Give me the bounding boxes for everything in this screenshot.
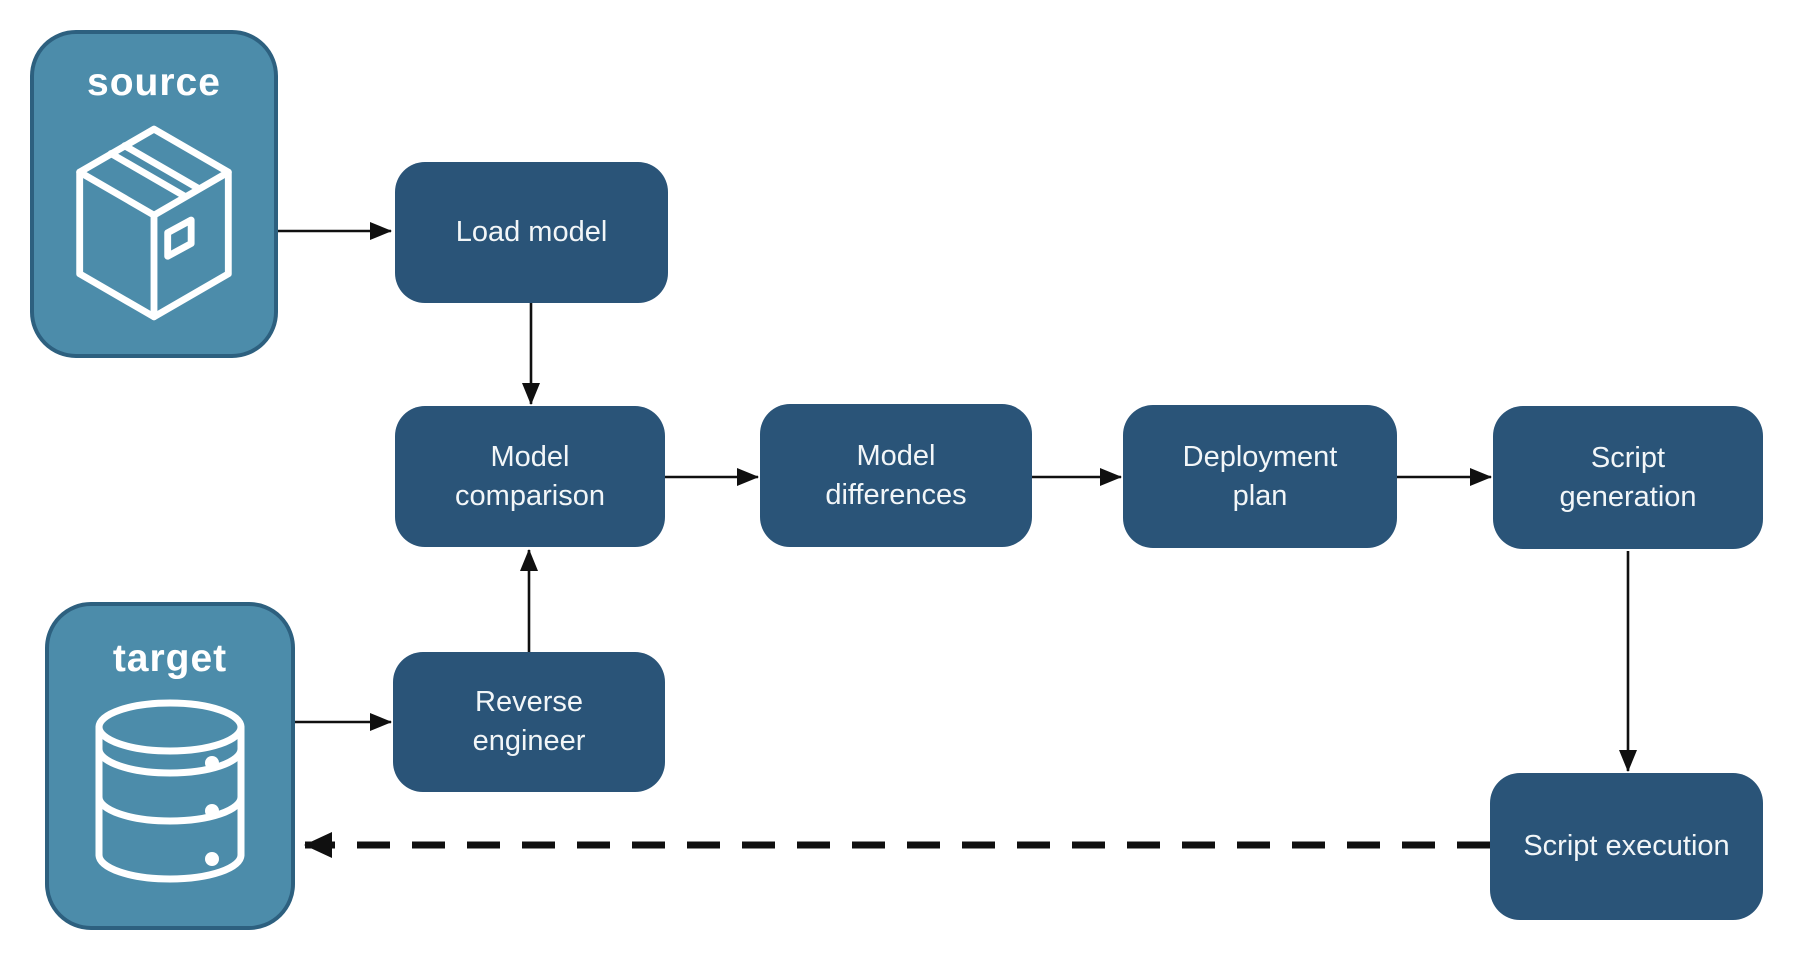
node-target: target (45, 602, 295, 930)
database-icon (90, 697, 250, 896)
node-target-label: target (112, 637, 228, 680)
node-script-execution: Script execution (1490, 773, 1763, 920)
node-load-model: Load model (395, 162, 668, 303)
node-source: source (30, 30, 278, 358)
node-deployment-plan: Deployment plan (1123, 405, 1397, 548)
node-model-differences: Model differences (760, 404, 1032, 547)
node-script-execution-label: Script execution (1523, 830, 1730, 862)
node-reverse-engineer: Reverse engineer (393, 652, 665, 792)
node-reverse-engineer-label: Reverse engineer (472, 686, 586, 757)
node-model-comparison: Model comparison (395, 406, 665, 547)
node-deployment-plan-label: Deployment plan (1182, 440, 1338, 512)
node-source-label: source (87, 61, 221, 104)
package-icon (66, 119, 242, 330)
node-model-comparison-label: Model comparison (455, 440, 605, 512)
node-load-model-label: Load model (455, 216, 608, 248)
node-script-generation: Script generation (1493, 406, 1763, 549)
node-model-differences-label: Model differences (825, 439, 967, 511)
node-script-generation-label: Script generation (1559, 441, 1697, 513)
